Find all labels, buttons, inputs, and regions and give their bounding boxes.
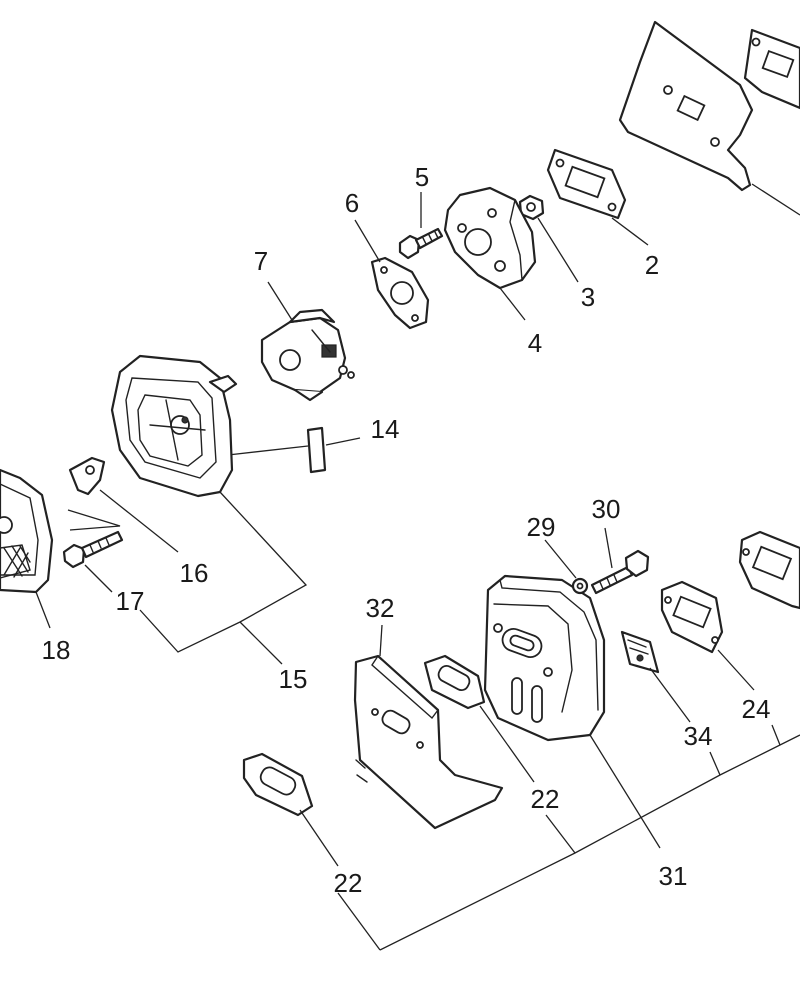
callout-22-upper: 22	[531, 784, 560, 814]
callout-29: 29	[527, 512, 556, 542]
callout-30: 30	[592, 494, 621, 524]
gasket-right-edge	[738, 530, 800, 610]
insulator-4	[443, 186, 537, 321]
leader-15	[239, 621, 283, 665]
gasket-24	[660, 580, 755, 691]
bracket-line-15	[139, 491, 308, 653]
bolt-30	[590, 527, 650, 595]
gasket-22-upper	[423, 654, 535, 783]
heat-shield-plate-top	[618, 20, 800, 216]
bracket-line-exhaust	[379, 734, 800, 951]
carburetor-7	[260, 281, 355, 402]
callout-14: 14	[371, 414, 400, 444]
label-34	[620, 630, 691, 723]
callout-24: 24	[742, 694, 771, 724]
callout-3: 3	[581, 282, 595, 312]
callout-6: 6	[345, 188, 359, 218]
plate-14	[227, 426, 361, 474]
bolt-17	[62, 509, 124, 593]
callout-labels: 2 3 4 5 6 7 14 15 16 17 18 22 22 24 29 3…	[42, 162, 771, 898]
nut-3	[518, 194, 579, 283]
callout-7: 7	[254, 246, 268, 276]
filter-cover-18	[0, 468, 54, 629]
callout-34: 34	[684, 721, 713, 751]
gasket-2	[546, 148, 649, 246]
callout-22-lower: 22	[334, 868, 363, 898]
callout-18: 18	[42, 635, 71, 665]
heat-shield-32	[353, 624, 504, 830]
callout-32: 32	[366, 593, 395, 623]
washer-29	[544, 539, 589, 595]
gasket-22-lower	[242, 752, 339, 867]
muffler-31	[483, 574, 661, 849]
filter-base-15	[110, 354, 238, 498]
callout-4: 4	[528, 328, 542, 358]
gasket-6	[354, 219, 430, 330]
leader-22-lower	[337, 892, 381, 951]
leader-34	[709, 751, 721, 776]
bracket-16	[68, 456, 179, 553]
leader-24	[771, 724, 781, 746]
callout-31: 31	[659, 861, 688, 891]
leader-22-upper	[545, 814, 576, 854]
callout-16: 16	[180, 558, 209, 588]
bolt-5	[398, 192, 444, 260]
callout-15: 15	[279, 664, 308, 694]
callout-17: 17	[116, 586, 145, 616]
callout-2: 2	[645, 250, 659, 280]
callout-5: 5	[415, 162, 429, 192]
gasket-top-right	[743, 28, 800, 110]
